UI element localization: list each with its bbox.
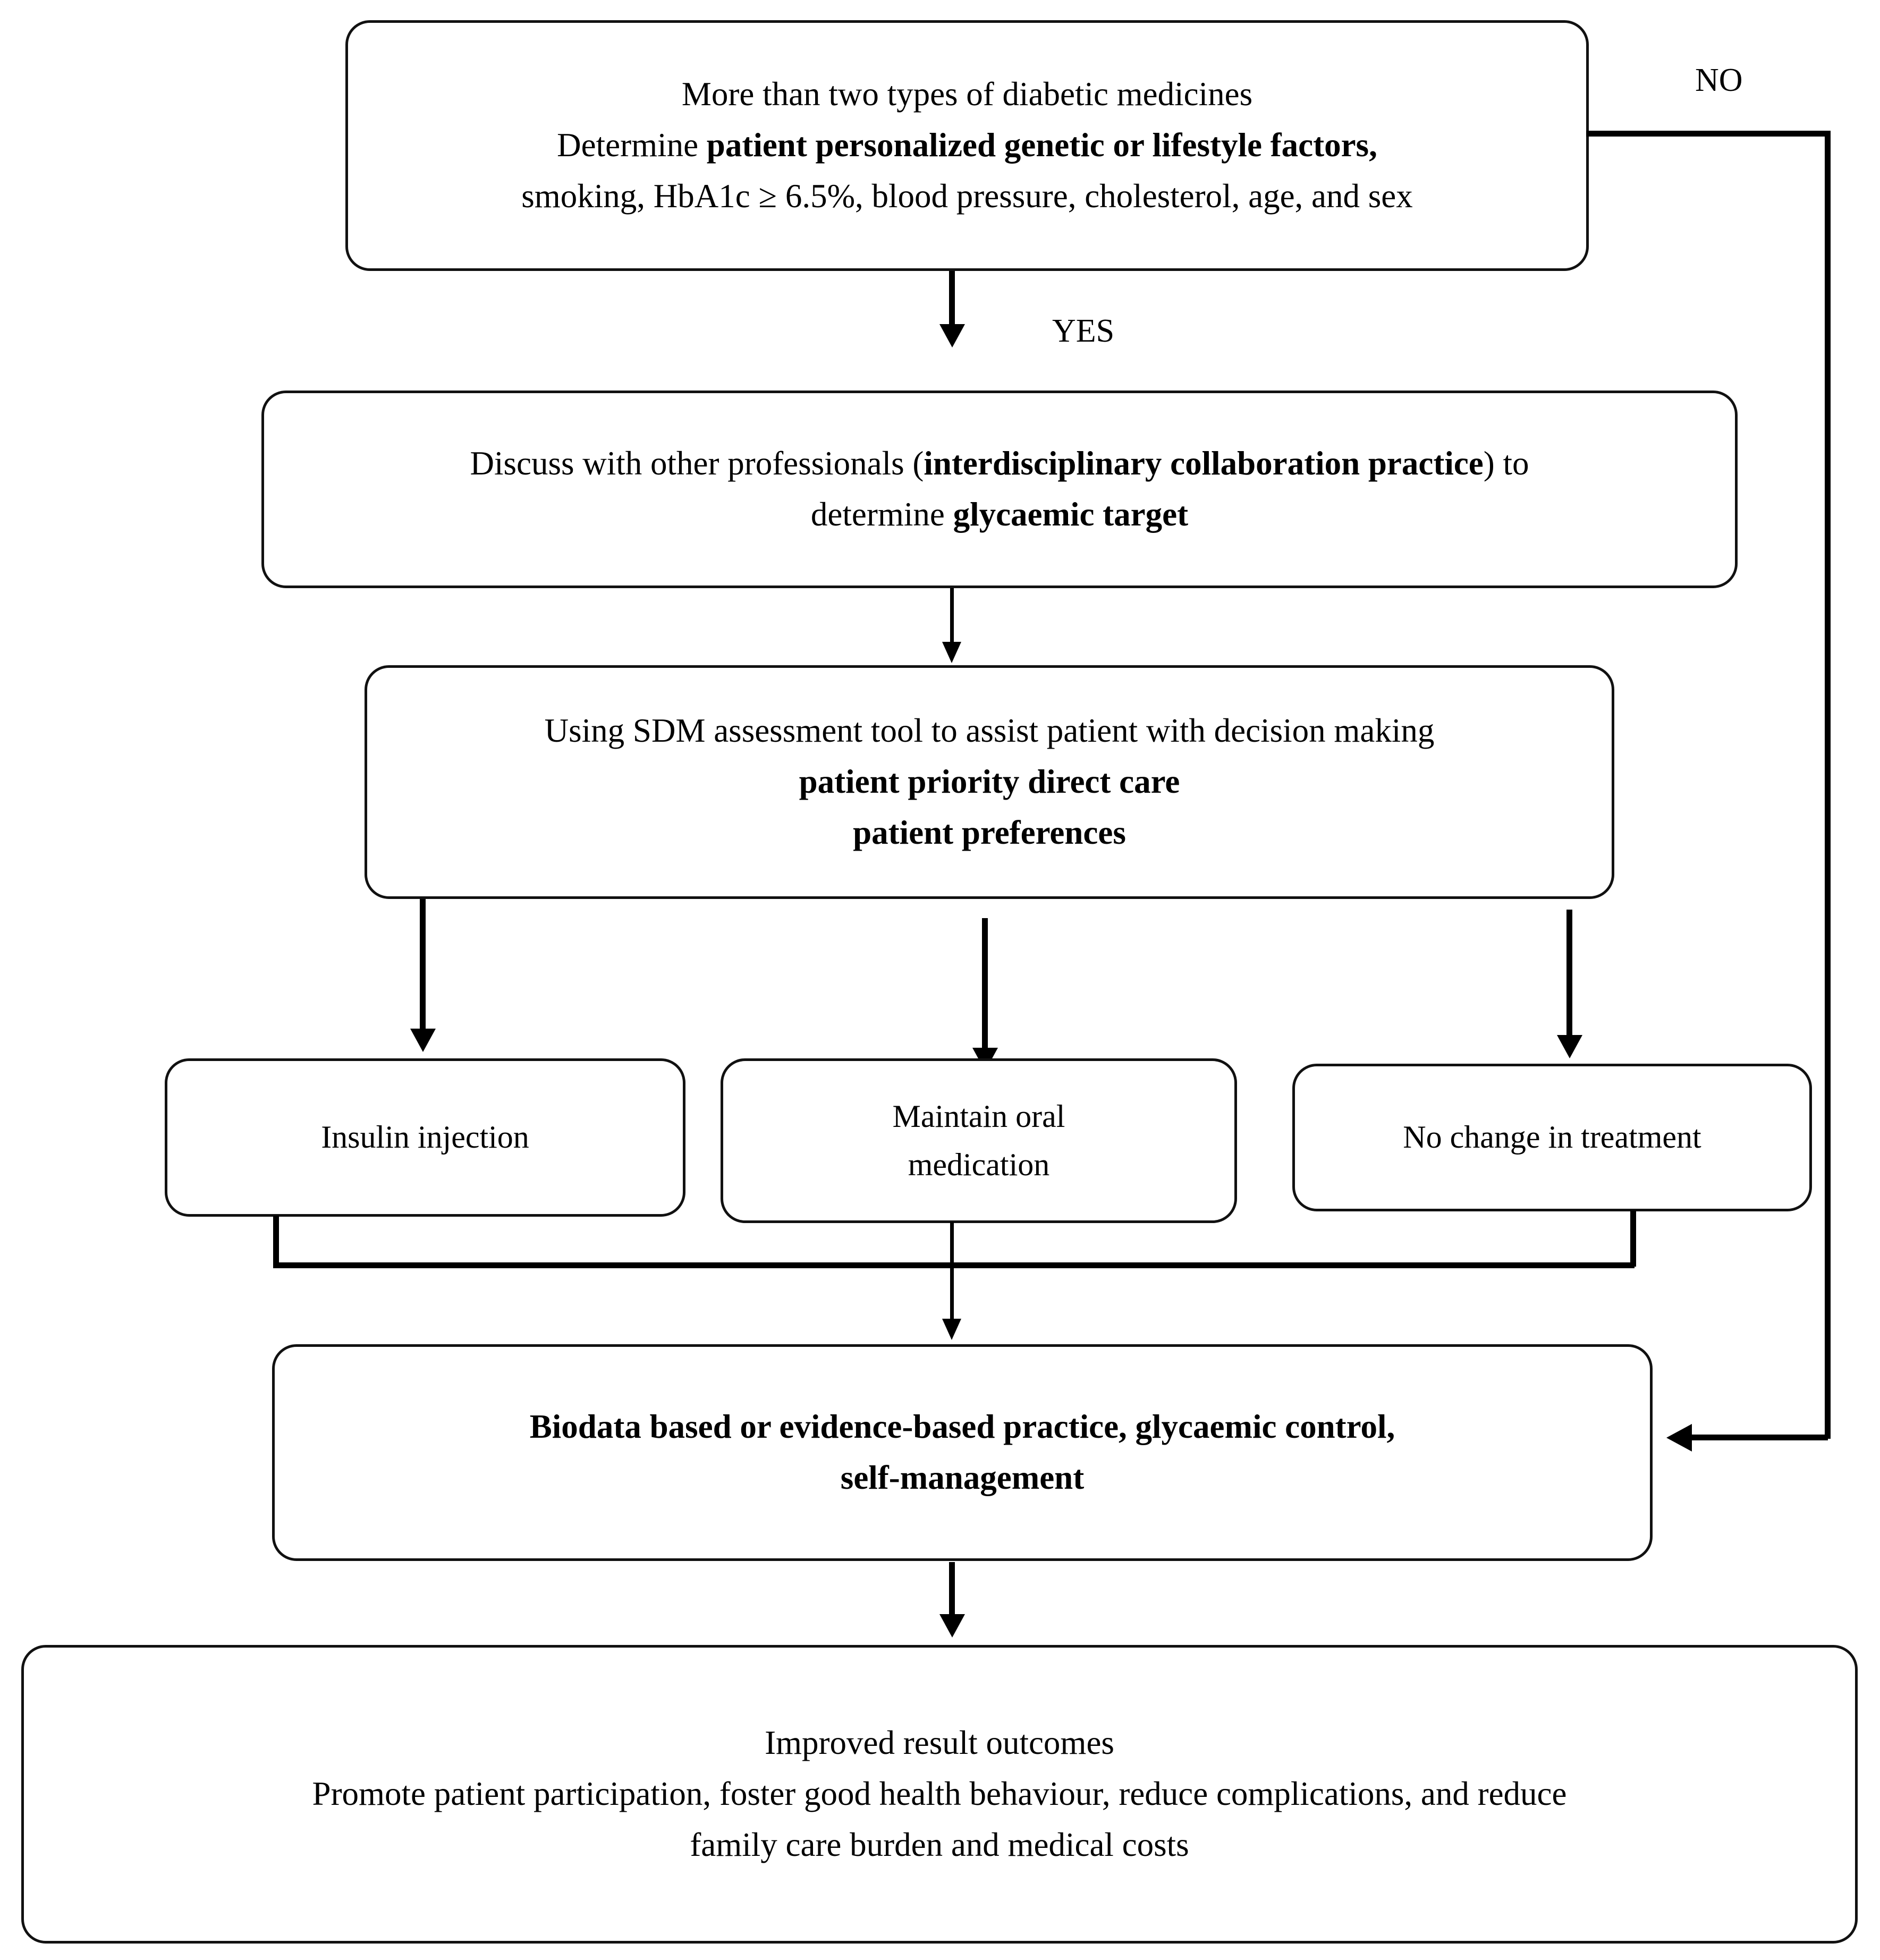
- discuss-line-2: determine glycaemic target: [810, 496, 1189, 533]
- nochange-merge-drop: [1630, 1210, 1636, 1267]
- edge-label-no: NO: [1695, 62, 1743, 98]
- merge-to-biodata-arrowhead: [942, 1319, 961, 1340]
- sdm-line-2: patient priority direct care: [799, 763, 1180, 801]
- maintain-oral-medication-box[interactable]: Maintain oral medication: [721, 1058, 1237, 1223]
- insulin-injection-box[interactable]: Insulin injection: [165, 1058, 685, 1217]
- oral-line-1: Maintain oral: [892, 1098, 1065, 1134]
- no-edge-segment-horizontal-top: [1586, 131, 1831, 137]
- assessment-line-3: smoking, HbA1c ≥ 6.5%, blood pressure, c…: [521, 177, 1413, 215]
- outcomes-line-2: Promote patient participation, foster go…: [312, 1775, 1567, 1813]
- biodata-to-outcomes-arrowhead: [939, 1614, 965, 1637]
- sdm-to-insulin-arrowhead: [410, 1029, 436, 1052]
- no-edge-arrowhead: [1666, 1424, 1692, 1452]
- oral-line-2: medication: [908, 1147, 1050, 1182]
- no-edge-segment-horizontal-bottom: [1691, 1435, 1828, 1440]
- treatment-merge-bar: [273, 1262, 1635, 1268]
- assessment-line-2: Determine patient personalized genetic o…: [557, 126, 1377, 164]
- outcomes-line-1: Improved result outcomes: [765, 1724, 1114, 1762]
- outcomes-line-3: family care burden and medical costs: [690, 1826, 1189, 1863]
- edge-label-yes: YES: [1052, 313, 1115, 349]
- sdm-to-oral-line: [982, 918, 988, 1052]
- sdm-to-nochange-arrowhead: [1557, 1035, 1582, 1058]
- discuss-professionals-box[interactable]: Discuss with other professionals (interd…: [261, 391, 1738, 588]
- yes-edge-arrowhead: [939, 324, 965, 347]
- discuss-line-1: Discuss with other professionals (interd…: [470, 445, 1529, 482]
- biodata-to-outcomes-line: [949, 1562, 955, 1617]
- insulin-merge-drop: [273, 1216, 279, 1267]
- discuss-to-sdm-arrowhead: [942, 642, 961, 663]
- biodata-line-2: self-management: [840, 1459, 1085, 1496]
- sdm-line-3: patient preferences: [853, 813, 1126, 851]
- improved-outcomes-box[interactable]: Improved result outcomes Promote patient…: [21, 1645, 1858, 1944]
- oral-merge-drop: [950, 1222, 954, 1326]
- sdm-tool-box[interactable]: Using SDM assessment tool to assist pati…: [365, 665, 1614, 899]
- yes-edge-line: [949, 271, 955, 328]
- sdm-to-insulin-line: [420, 899, 426, 1033]
- assessment-decision-box[interactable]: More than two types of diabetic medicine…: [345, 20, 1589, 271]
- insulin-line-1: Insulin injection: [321, 1119, 529, 1155]
- no-change-in-treatment-box[interactable]: No change in treatment: [1292, 1064, 1812, 1211]
- no-edge-segment-vertical: [1825, 131, 1831, 1439]
- nochange-line-1: No change in treatment: [1403, 1119, 1701, 1155]
- sdm-line-1: Using SDM assessment tool to assist pati…: [544, 712, 1435, 750]
- assessment-line-1: More than two types of diabetic medicine…: [681, 75, 1253, 113]
- discuss-to-sdm-line: [950, 588, 954, 646]
- biodata-evidence-practice-box[interactable]: Biodata based or evidence-based practice…: [272, 1344, 1653, 1561]
- sdm-to-nochange-line: [1566, 910, 1572, 1039]
- biodata-line-1: Biodata based or evidence-based practice…: [529, 1408, 1395, 1446]
